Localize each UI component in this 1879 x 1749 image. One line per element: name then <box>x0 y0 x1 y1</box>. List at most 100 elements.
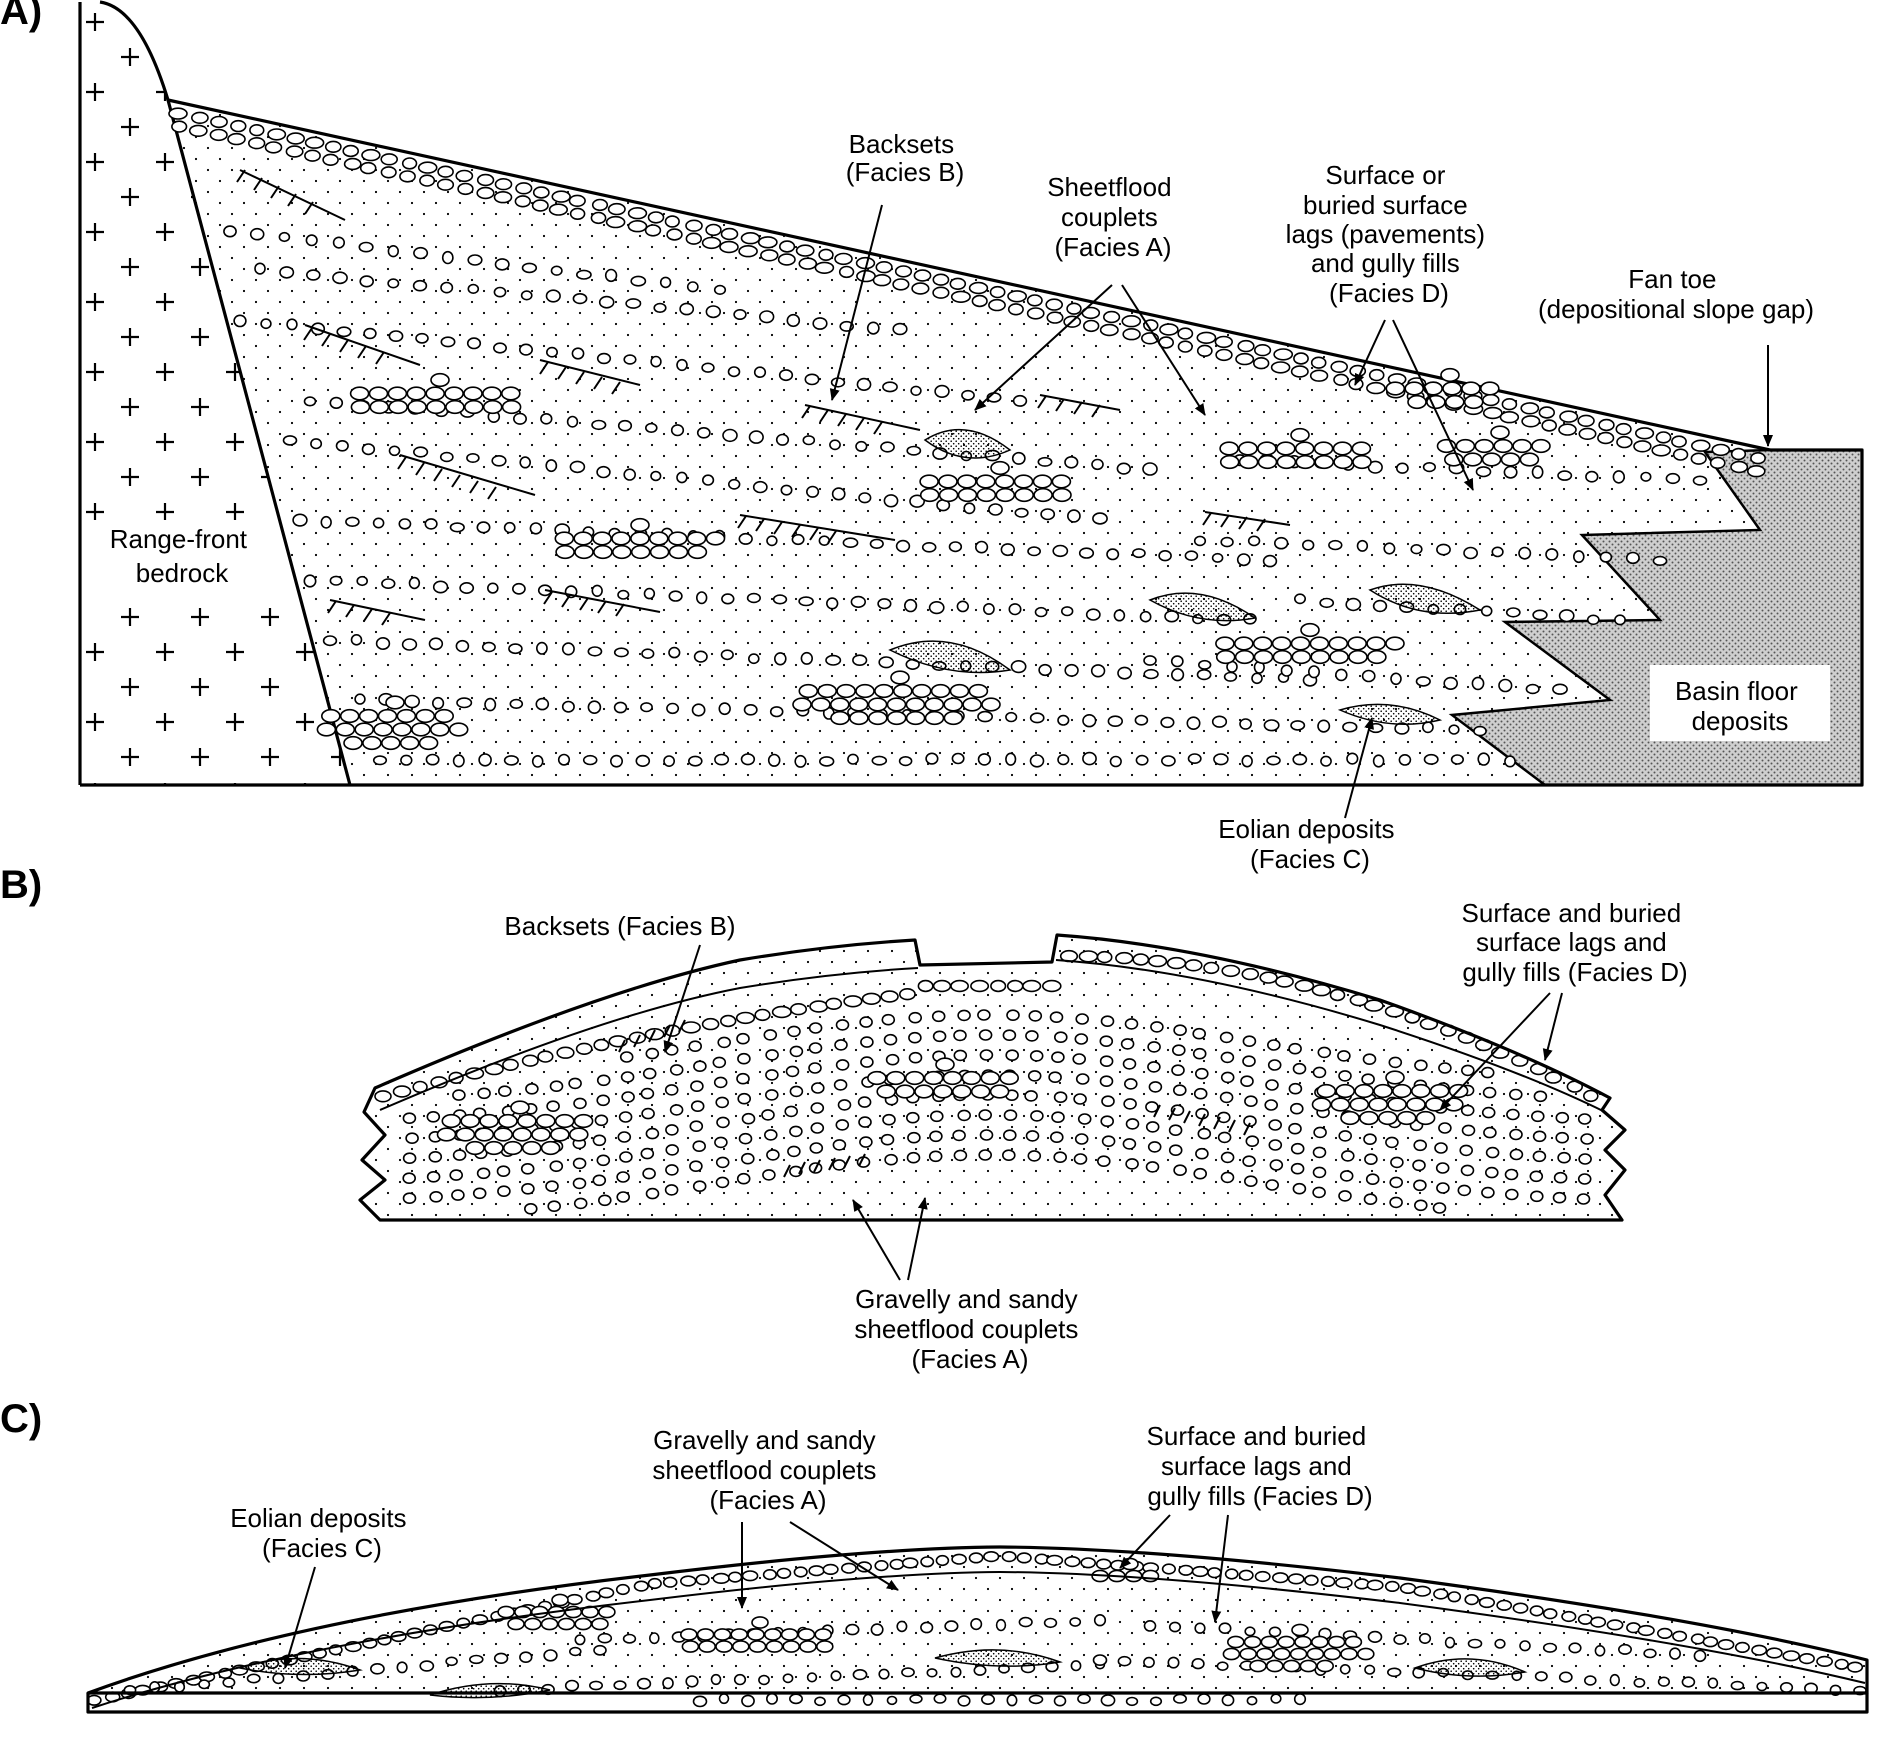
gravel-clast <box>1460 1104 1475 1117</box>
arrow-lags-left <box>1119 1514 1171 1569</box>
gravel-clast <box>434 708 455 724</box>
gravel-clast <box>1618 1643 1633 1655</box>
mound-c-lag-base <box>91 1570 1866 1709</box>
gravel-clast <box>1005 752 1017 766</box>
gravel-clast <box>710 1673 722 1686</box>
gravel-clast <box>951 752 965 765</box>
gravel-clast <box>1168 1124 1183 1136</box>
gravel-clast <box>467 254 483 266</box>
gravel-clast <box>685 232 702 245</box>
gravel-clast <box>917 979 934 993</box>
gravel-clast <box>808 1022 823 1034</box>
gravel-clast <box>392 722 412 737</box>
gravel-clast <box>809 1000 829 1013</box>
gravel-clast <box>592 1174 607 1187</box>
panel-c-arrows <box>283 1514 1229 1669</box>
gravel-clast <box>1669 1647 1682 1660</box>
gravel-clast <box>808 1062 822 1074</box>
arrow-sheetflood-right <box>1121 284 1206 416</box>
gravel-clast <box>738 532 753 545</box>
gravel-clast <box>1220 1051 1235 1064</box>
gravel-clast <box>267 128 287 141</box>
gravel-clast <box>1299 1659 1318 1673</box>
gravel-clast <box>597 1194 612 1207</box>
mound-c-base <box>86 1693 1869 1714</box>
gravel-clast <box>428 637 444 651</box>
gravel-clast <box>611 544 632 560</box>
gravel-clast <box>1275 975 1294 988</box>
gravel-clast <box>1099 1075 1114 1087</box>
panel-b-letter: B) <box>0 863 42 907</box>
gravel-clast <box>1099 1035 1114 1047</box>
gravel-clast <box>396 1661 408 1674</box>
gravel-clast <box>883 494 899 508</box>
gravel-clast <box>1525 683 1540 695</box>
gravel-clast <box>1553 1171 1568 1184</box>
gravel-clast <box>171 120 188 133</box>
gravel-clast <box>973 1664 987 1676</box>
gravel-clast <box>894 265 913 278</box>
backset-hatch <box>1037 394 1121 418</box>
gravel-clast <box>786 313 801 328</box>
gravel-clast <box>715 1176 730 1189</box>
gravel-clast <box>693 1060 707 1072</box>
gravel-clast <box>908 1031 922 1044</box>
gravel-clast <box>617 1131 632 1143</box>
gravel-clast <box>930 683 951 699</box>
gravel-clast <box>740 232 761 245</box>
gravel-clast <box>1221 964 1241 978</box>
gravel-clast <box>1053 1091 1068 1103</box>
gravel-clast <box>980 1070 1001 1086</box>
gravel-clast <box>1290 1162 1305 1175</box>
gravel-clast <box>950 290 971 303</box>
gravel-clast <box>466 337 482 350</box>
gravel-clast <box>455 1127 476 1142</box>
gravel-clast <box>1338 1190 1352 1202</box>
gravel-clast <box>1253 649 1274 665</box>
gravel-clast <box>1750 452 1766 465</box>
gravel-clast <box>1388 1056 1403 1069</box>
gravel-clast <box>1196 668 1212 681</box>
gravel-clast <box>574 1634 586 1646</box>
gravel-clast <box>1651 444 1671 457</box>
panel-a: A) <box>0 0 1864 874</box>
gravel-clast <box>1558 1671 1573 1683</box>
gravel-clast <box>681 1021 701 1034</box>
gravel-clast <box>1652 555 1668 567</box>
gravel-clast <box>1485 1146 1500 1159</box>
gravel-clast <box>899 987 916 1001</box>
gravel-clast <box>1280 664 1293 677</box>
gravel-clast <box>1292 1182 1307 1195</box>
eolian-lenses <box>888 428 1482 725</box>
gravel-clast <box>1304 1574 1319 1586</box>
gravel-clast <box>765 1069 779 1081</box>
gravel-clast <box>934 384 950 399</box>
gravel-clast <box>518 343 533 356</box>
gravel-clast <box>540 412 553 425</box>
gravel-clast <box>596 352 612 365</box>
gravel-clast <box>1124 1078 1138 1090</box>
gravel-clast <box>532 186 550 199</box>
gravel-clast <box>910 385 922 396</box>
gravel-clast <box>482 386 502 401</box>
gravel-clast <box>1359 1110 1379 1126</box>
gravel-clast <box>830 710 850 726</box>
gravel-clast <box>335 439 349 452</box>
gravel-clast <box>1147 1041 1161 1053</box>
gravel-clast <box>411 722 431 737</box>
gravel-clast <box>1312 1066 1327 1079</box>
gravel-clast <box>701 236 722 250</box>
gravel-clast <box>502 1140 523 1156</box>
gravel-clast <box>452 754 465 768</box>
gravel-clast <box>714 1136 728 1149</box>
gravel-clast <box>856 377 872 392</box>
gravel-clast <box>983 1550 1000 1563</box>
gravel-clast <box>1193 535 1207 547</box>
gravel-clast <box>404 694 420 709</box>
gravel-clast <box>1238 454 1259 470</box>
gravel-clast <box>613 1680 627 1691</box>
gravel-clast <box>1173 1164 1187 1176</box>
gravel-clast <box>714 753 730 766</box>
gravel-clast <box>907 1131 921 1144</box>
gravel-clast <box>452 1149 467 1161</box>
